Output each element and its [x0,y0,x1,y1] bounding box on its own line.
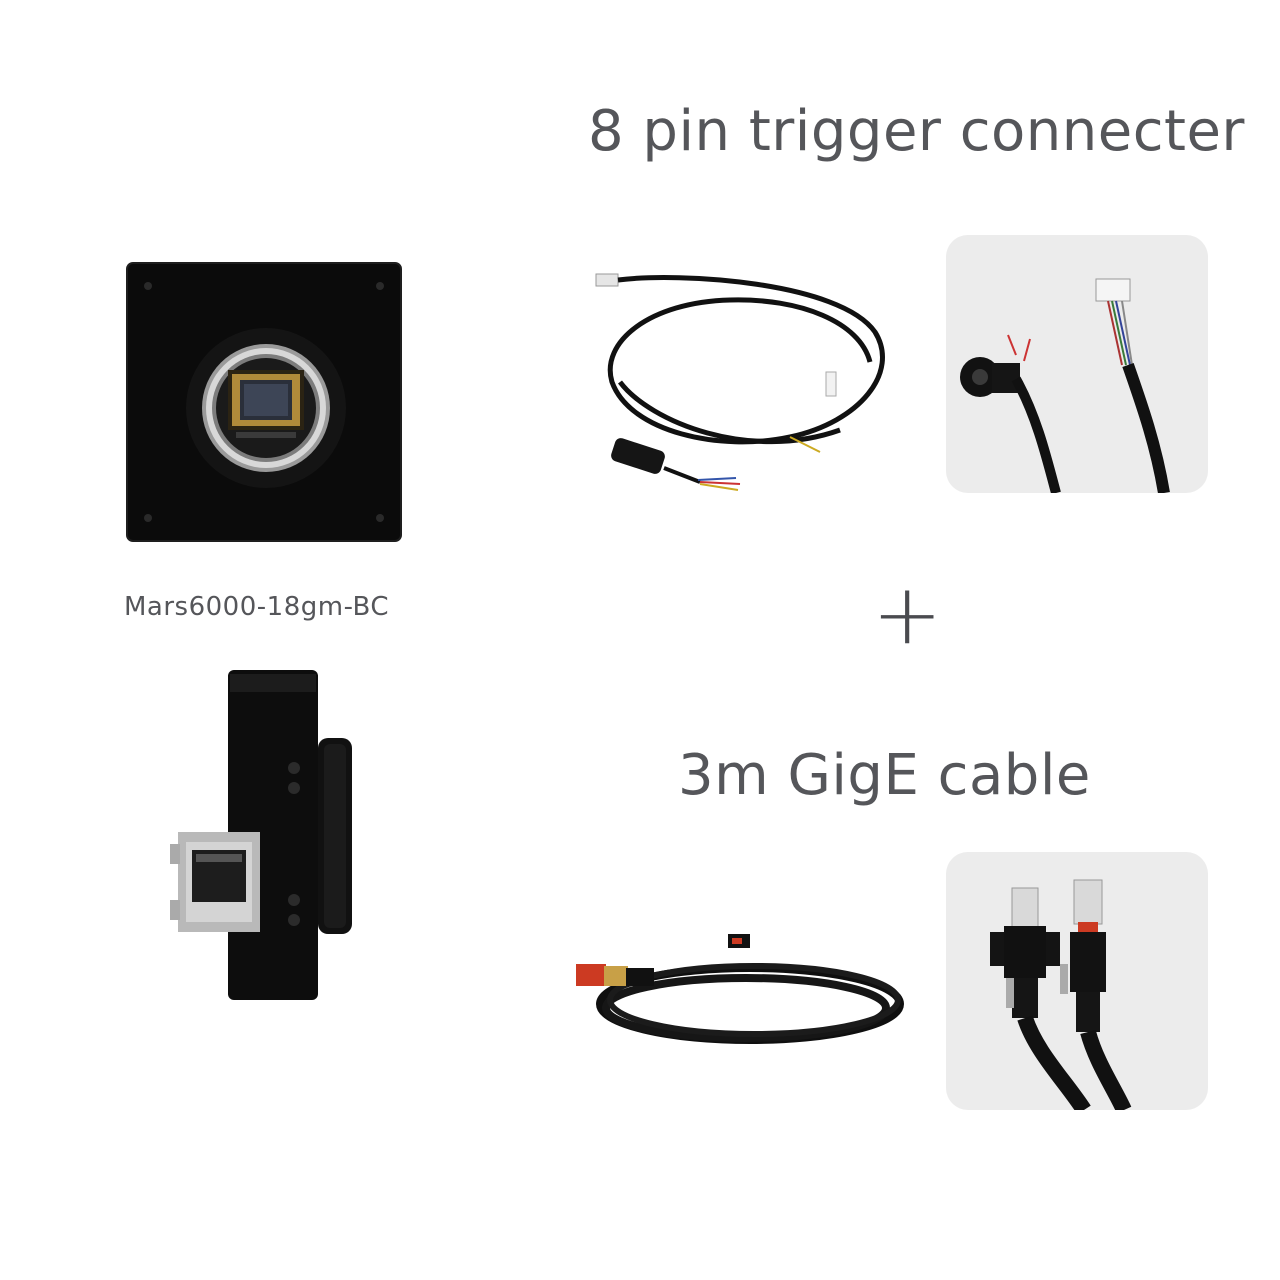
trigger-cable-detail-panel [946,235,1208,493]
gige-cable-detail-panel [946,852,1208,1110]
camera-model-label: Mars6000-18gm-BC [124,592,390,622]
trigger-cable-image [590,262,900,502]
gige-cable-image [570,930,910,1060]
gige-cable-heading: 3m GigE cable [678,743,1091,808]
trigger-connector-heading: 8 pin trigger connecter [588,99,1245,164]
camera-front-image [124,260,404,544]
plus-symbol: + [872,565,943,663]
camera-side-image [164,664,364,1004]
